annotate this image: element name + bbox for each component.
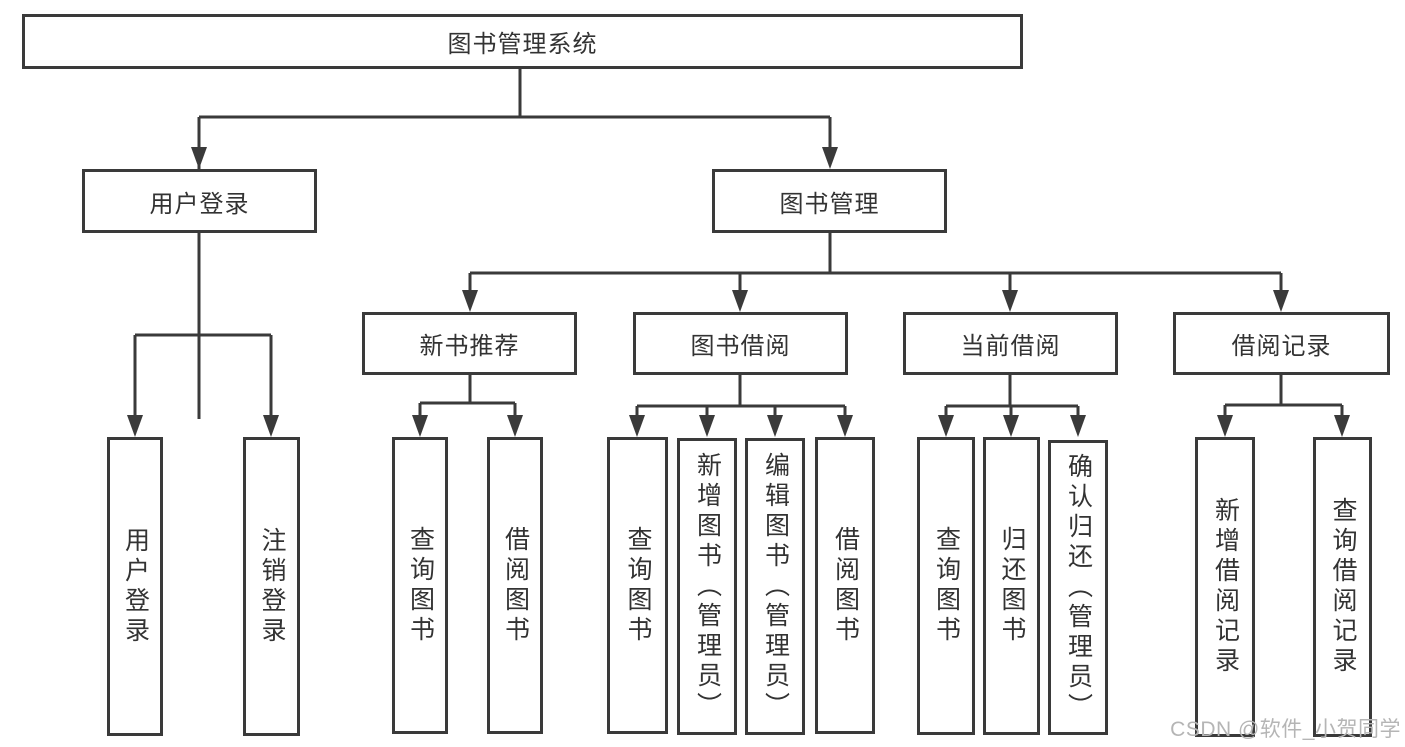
node-newrec-query-books: 查询图书: [392, 437, 448, 734]
node-leaf-logout: 注销登录: [243, 437, 300, 736]
node-borrowing-edit-books-admin: 编辑图书（管理员）: [745, 438, 805, 735]
node-records-add-record: 新增借阅记录: [1195, 437, 1255, 737]
node-borrowing-query-books: 查询图书: [607, 437, 668, 734]
node-records-query-record: 查询借阅记录: [1313, 437, 1372, 737]
node-current-query-books: 查询图书: [917, 437, 975, 735]
csdn-watermark: CSDN @软件_小贺同学: [1170, 718, 1401, 741]
node-new-book-recommend: 新书推荐: [362, 312, 577, 375]
node-leaf-user-login: 用户登录: [107, 437, 163, 736]
node-book-borrowing: 图书借阅: [633, 312, 848, 375]
node-newrec-borrow-books: 借阅图书: [487, 437, 543, 734]
node-book-management-system: 图书管理系统: [22, 14, 1023, 69]
node-current-borrowing: 当前借阅: [903, 312, 1118, 375]
node-borrowing-add-books-admin: 新增图书（管理员）: [677, 438, 737, 735]
node-borrowing-borrow-books: 借阅图书: [815, 437, 875, 734]
node-book-management: 图书管理: [712, 169, 947, 233]
node-current-return-books: 归还图书: [983, 437, 1040, 735]
node-current-confirm-return-admin: 确认归还（管理员）: [1048, 440, 1108, 735]
node-borrowing-records: 借阅记录: [1173, 312, 1390, 375]
node-user-login: 用户登录: [82, 169, 317, 233]
